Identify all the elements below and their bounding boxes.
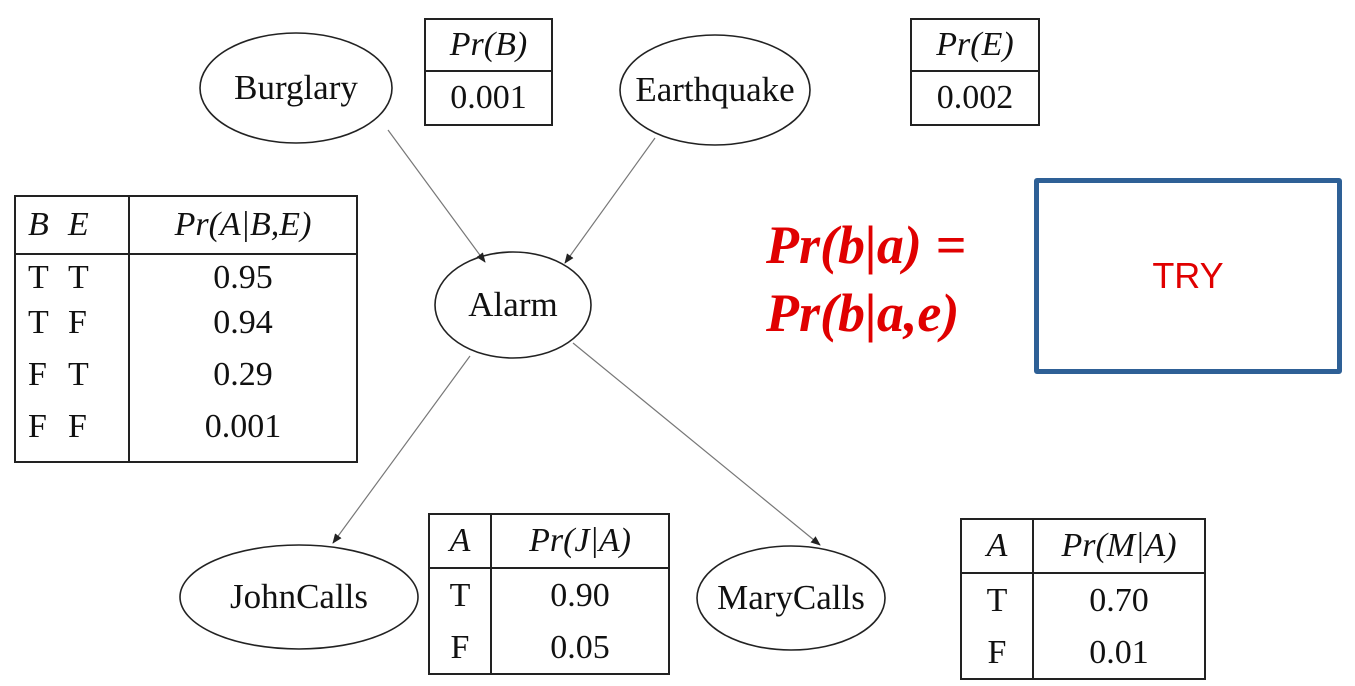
cell: 0.70 [1089,582,1149,619]
table-row: T T 0.95 [15,254,357,297]
cpt-burglary: Pr(B) 0.001 [424,18,553,126]
cell: 0.05 [550,629,610,666]
node-johncalls-label: JohnCalls [229,577,369,616]
cell: T [68,349,130,401]
edge-alarm-marycalls [572,342,821,546]
answer-box[interactable]: TRY [1034,178,1342,374]
table-row: T F 0.94 [15,297,357,349]
cell: T [28,304,49,341]
cell: F [68,401,130,462]
cpt-johncalls: A Pr(J|A) T 0.90 F 0.05 [428,513,670,675]
cpt-header: Pr(M|A) [1033,519,1205,574]
cell: F [28,356,47,393]
node-burglary-ellipse [199,32,393,144]
cell: 0.01 [1089,634,1149,671]
table-row: F F 0.001 [15,401,357,462]
cpt-header: B [15,196,68,255]
cpt-header: E [68,196,130,255]
cpt-header: Pr(E) [911,19,1039,72]
cpt-header: A [961,519,1034,574]
cpt-marycalls: A Pr(M|A) T 0.70 F 0.01 [960,518,1206,680]
edge-earthquake-alarm [564,137,656,264]
table-row: F T 0.29 [15,349,357,401]
cpt-header: Pr(B) [425,19,552,72]
node-marycalls-ellipse [696,545,886,651]
cpt-value: 0.001 [450,79,527,116]
edge-alarm-johncalls [332,355,471,544]
cpt-earthquake: Pr(E) 0.002 [910,18,1040,126]
answer-box-label: TRY [1152,255,1224,296]
table-row: T 0.90 [429,568,669,623]
equation-line-2: Pr(b|a,e) [766,283,960,343]
node-alarm-ellipse [434,251,592,359]
cell: T [28,259,49,296]
cell: 0.001 [204,408,282,445]
cell: T [68,254,130,297]
table-row: T 0.70 [961,573,1205,628]
node-earthquake-ellipse [619,34,811,146]
edge-burglary-alarm [387,129,486,263]
equation-line-1: Pr(b|a) = [766,215,967,275]
node-alarm-label: Alarm [468,285,558,324]
cell: F [28,408,47,445]
cpt-header: A [429,514,492,569]
node-johncalls-ellipse [179,544,419,650]
cell: 0.94 [213,304,273,341]
cell: F [68,297,130,349]
node-earthquake-label: Earthquake [635,70,795,109]
cpt-value: 0.002 [936,79,1014,116]
cell: T [429,568,492,623]
cell: F [429,623,492,674]
node-marycalls-label: MaryCalls [717,578,865,617]
table-row: F 0.01 [961,628,1205,679]
cpt-header: Pr(J|A) [491,514,669,569]
table-row: F 0.05 [429,623,669,674]
node-burglary-label: Burglary [234,68,358,107]
cell: 0.95 [213,259,273,296]
cell: 0.29 [213,356,273,393]
cpt-header: Pr(A|B,E) [129,196,357,255]
cell: T [961,573,1034,628]
cell: F [961,628,1034,679]
cpt-alarm: B E Pr(A|B,E) T T 0.95 T F 0.94 F T 0.29… [14,195,358,463]
cell: 0.90 [550,577,610,614]
